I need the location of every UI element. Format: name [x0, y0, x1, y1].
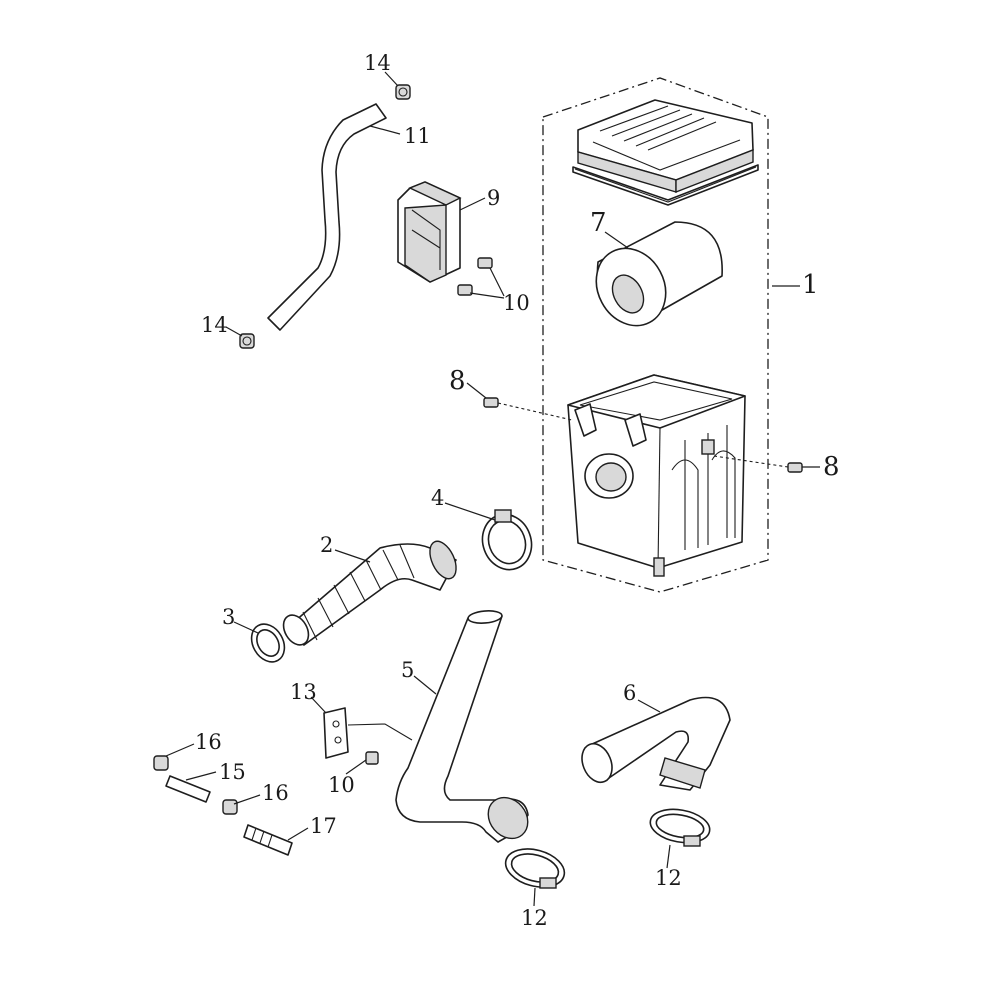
- callout-11: 11: [404, 124, 431, 148]
- drain-hose-15: [165, 771, 217, 803]
- clip-14-top: [384, 71, 411, 100]
- callout-9: 9: [487, 186, 501, 210]
- air-filter-element: [595, 221, 723, 327]
- airbox-group-outline: [542, 77, 800, 593]
- callout-7: 7: [590, 208, 607, 238]
- clamp-12-right: [649, 808, 711, 869]
- callout-10-lower: 10: [328, 773, 355, 797]
- clamp-3: [233, 621, 286, 663]
- callout-3: 3: [222, 605, 236, 629]
- callout-12-right: 12: [655, 866, 682, 890]
- bracket-13: [310, 696, 413, 759]
- clip-16-lower: [222, 794, 261, 815]
- callout-14-top: 14: [364, 51, 391, 75]
- screw-8-right: [713, 455, 820, 473]
- drain-plug-17: [243, 824, 309, 856]
- callout-15: 15: [219, 760, 246, 784]
- callout-16-upper: 16: [195, 730, 222, 754]
- screw-8-left: [466, 382, 573, 421]
- breather-hose: [267, 103, 401, 331]
- callout-8-right: 8: [823, 452, 840, 482]
- screw-10-lower: [345, 751, 379, 775]
- callout-6: 6: [623, 681, 637, 705]
- callout-10-upper: 10: [503, 291, 530, 315]
- clip-14-left: [225, 326, 255, 349]
- screws-10-upper: [457, 257, 505, 299]
- elbow-duct: [581, 696, 731, 791]
- callout-16-lower: 16: [262, 781, 289, 805]
- resonator-box: [397, 181, 486, 283]
- callout-13: 13: [290, 680, 317, 704]
- air-duct-long: [395, 610, 529, 843]
- callout-17: 17: [310, 814, 337, 838]
- callout-2: 2: [320, 533, 334, 557]
- callout-1: 1: [802, 270, 819, 300]
- airbox-lid: [572, 99, 759, 206]
- callout-8-left: 8: [449, 366, 466, 396]
- clamp-4: [444, 502, 533, 571]
- callout-5: 5: [401, 658, 415, 682]
- intake-tube: [282, 540, 457, 646]
- clamp-12-bottom: [504, 848, 566, 907]
- callout-14-left: 14: [201, 313, 228, 337]
- clip-16-upper: [153, 743, 195, 771]
- callout-4: 4: [431, 486, 445, 510]
- callout-12-bottom: 12: [521, 906, 548, 930]
- airbox-body: [567, 374, 746, 577]
